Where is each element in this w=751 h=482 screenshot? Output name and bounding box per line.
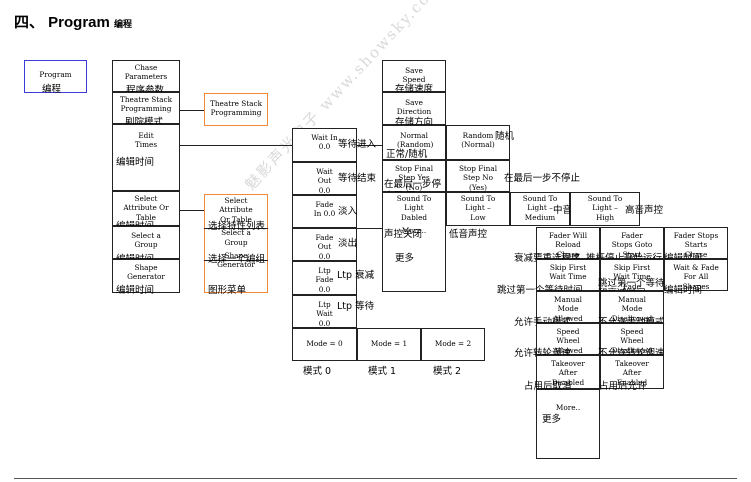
skip-first-wait-time-node[interactable]: Skip First Wait Time	[536, 259, 600, 291]
ltp-fade-zh: Ltp 衰减	[337, 270, 375, 281]
theatre-stack-node[interactable]: Theatre Stack Programming	[112, 92, 180, 124]
mode-1-zh: 模式 1	[368, 366, 397, 377]
normal-zh: 正常/随机	[386, 149, 428, 160]
fader-stops-goto-zh: 推杆停止开始运行	[586, 253, 662, 264]
stop-final-step-yes-node[interactable]: Stop Final Step Yes (No)	[382, 160, 446, 192]
fader-will-reload-zh: 衰减要重选程序	[514, 253, 581, 264]
speed-wheel-disallowed-node[interactable]: Speed Wheel Disallowed	[600, 323, 664, 355]
mode-0-zh: 模式 0	[303, 366, 332, 377]
shape-generator-node[interactable]: Shape Generator	[112, 259, 180, 293]
fade-out-zh: 淡出	[338, 238, 358, 249]
fade-in-node[interactable]: Fade In 0.0	[292, 195, 357, 228]
manual-mode-allowed-zh: 允许手动模式	[514, 317, 571, 328]
chase-parameters-zh: 程序参数	[126, 85, 165, 96]
normal-node[interactable]: Normal (Random)	[382, 125, 446, 160]
divider	[204, 228, 268, 229]
sound-to-light-low-zh: 低音声控	[449, 229, 488, 240]
more-1-zh: 更多	[395, 253, 415, 264]
manual-mode-disallowed-zh: 不允许手动模式	[598, 317, 665, 328]
save-direction-node[interactable]: Save Direction	[382, 92, 446, 125]
fade-out-node[interactable]: Fade Out 0.0	[292, 228, 357, 261]
sound-to-light-dabled-zh: 声控关闭	[384, 229, 423, 240]
select-group-2-zh: 选择一个编组	[208, 254, 266, 265]
wait-out-zh: 等待结束	[338, 173, 377, 184]
wait-fade-all-shapes-zh: 编辑时间	[664, 285, 703, 296]
mode-1-node[interactable]: Mode = 1	[357, 328, 421, 361]
skip-first-wait-fade-node[interactable]: Skip First Wait Time Fade	[600, 259, 664, 291]
manual-mode-disallowed-node[interactable]: Manual Mode Disallowed	[600, 291, 664, 323]
divider	[204, 260, 268, 261]
save-speed-node[interactable]: Save Speed	[382, 60, 446, 92]
chase-parameters-node[interactable]: Chase Parameters	[112, 60, 180, 92]
sound-to-light-high-node[interactable]: Sound To Light –High	[570, 192, 640, 226]
shape-generator-zh: 编辑时间	[116, 285, 155, 296]
fader-will-reload-node[interactable]: Fader Will Reload Chase	[536, 227, 600, 259]
mode-0-node[interactable]: Mode = 0	[292, 328, 357, 361]
wait-fade-all-shapes-node[interactable]: Wait & Fade For All Shapes	[664, 259, 728, 291]
sound-to-light-high-zh: 高音声控	[625, 205, 664, 216]
wait-in-node[interactable]: Wait In 0.0	[292, 128, 357, 162]
ltp-wait-zh: Ltp 等待	[337, 301, 375, 312]
takeover-enabled-zh: 占用后允许	[599, 381, 647, 392]
random-node[interactable]: Random (Normal)	[446, 125, 510, 160]
more-2-node[interactable]: More..	[536, 389, 600, 459]
more-2-zh: 更多	[542, 414, 562, 425]
page-title: 四、 Program 编程	[14, 14, 133, 31]
theatre-stack-programming-node[interactable]: Theatre Stack Programming	[204, 93, 268, 126]
speed-wheel-allowed-zh: 允许转轮调速	[514, 348, 572, 359]
fader-stops-starts-zh: 编辑时间	[664, 253, 702, 264]
wait-in-zh: 等待进入	[338, 139, 377, 150]
select-attribute-node[interactable]: Select Attribute Or Table	[112, 191, 180, 226]
save-direction-zh: 存储方向	[395, 117, 434, 128]
connector-line	[180, 145, 382, 146]
connector-line	[180, 110, 204, 111]
takeover-disabled-zh: 占用后取消	[524, 381, 572, 392]
sound-to-light-low-node[interactable]: Sound To Light – Low	[446, 192, 510, 226]
select-group-node[interactable]: Select a Group	[112, 226, 180, 259]
save-speed-zh: 存储速度	[395, 84, 434, 95]
skip-first-wait-time-zh: 跳过第一个等待时间	[497, 285, 583, 296]
bottom-rule	[14, 478, 737, 479]
sound-to-light-medium-node[interactable]: Sound To Light – Medium	[510, 192, 570, 226]
ltp-wait-node[interactable]: Ltp Wait 0.0	[292, 295, 357, 328]
manual-mode-allowed-node[interactable]: Manual Mode Allowed	[536, 291, 600, 323]
fade-in-zh: 淡入	[338, 206, 358, 217]
shape-generator-2-zh: 图形菜单	[208, 285, 247, 296]
speed-wheel-allowed-node[interactable]: Speed Wheel Allowed	[536, 323, 600, 355]
mode-2-zh: 模式 2	[433, 366, 462, 377]
stop-final-step-no-node[interactable]: Stop Final Step No (Yes)	[446, 160, 510, 192]
connector-line	[350, 228, 382, 229]
select-attribute-table-zh: 选择特性列表	[208, 221, 266, 232]
connector-line	[180, 210, 204, 211]
program-node[interactable]: Program	[24, 60, 87, 93]
mode-2-node[interactable]: Mode = 2	[421, 328, 485, 361]
takeover-enabled-node[interactable]: Takeover After Enabled	[600, 355, 664, 389]
edit-times-zh: 编辑时间	[116, 157, 155, 168]
program-label-zh: 编程	[42, 84, 62, 95]
edit-times-node[interactable]: Edit Times	[112, 124, 180, 191]
ltp-fade-node[interactable]: Ltp Fade 0.0	[292, 261, 357, 295]
stop-final-step-no-zh: 在最后一步不停止	[504, 173, 581, 184]
sound-to-light-dabled-node[interactable]: Sound To Light Dabled More..	[382, 192, 446, 292]
takeover-disabled-node[interactable]: Takeover After Disabled	[536, 355, 600, 389]
random-zh: 随机	[495, 131, 515, 142]
theatre-stack-zh: 剧院模式	[125, 117, 164, 128]
fader-stops-goto-node[interactable]: Fader Stops Goto Start	[600, 227, 664, 259]
select-attribute-table-node[interactable]: Select Attribute Or Table Select a Group…	[204, 194, 268, 293]
speed-wheel-disallowed-zh: 不允许转轮调速	[598, 348, 665, 359]
wait-out-node[interactable]: Wait Out 0.0	[292, 162, 357, 195]
fader-stops-starts-node[interactable]: Fader Stops Starts Chase	[664, 227, 728, 259]
